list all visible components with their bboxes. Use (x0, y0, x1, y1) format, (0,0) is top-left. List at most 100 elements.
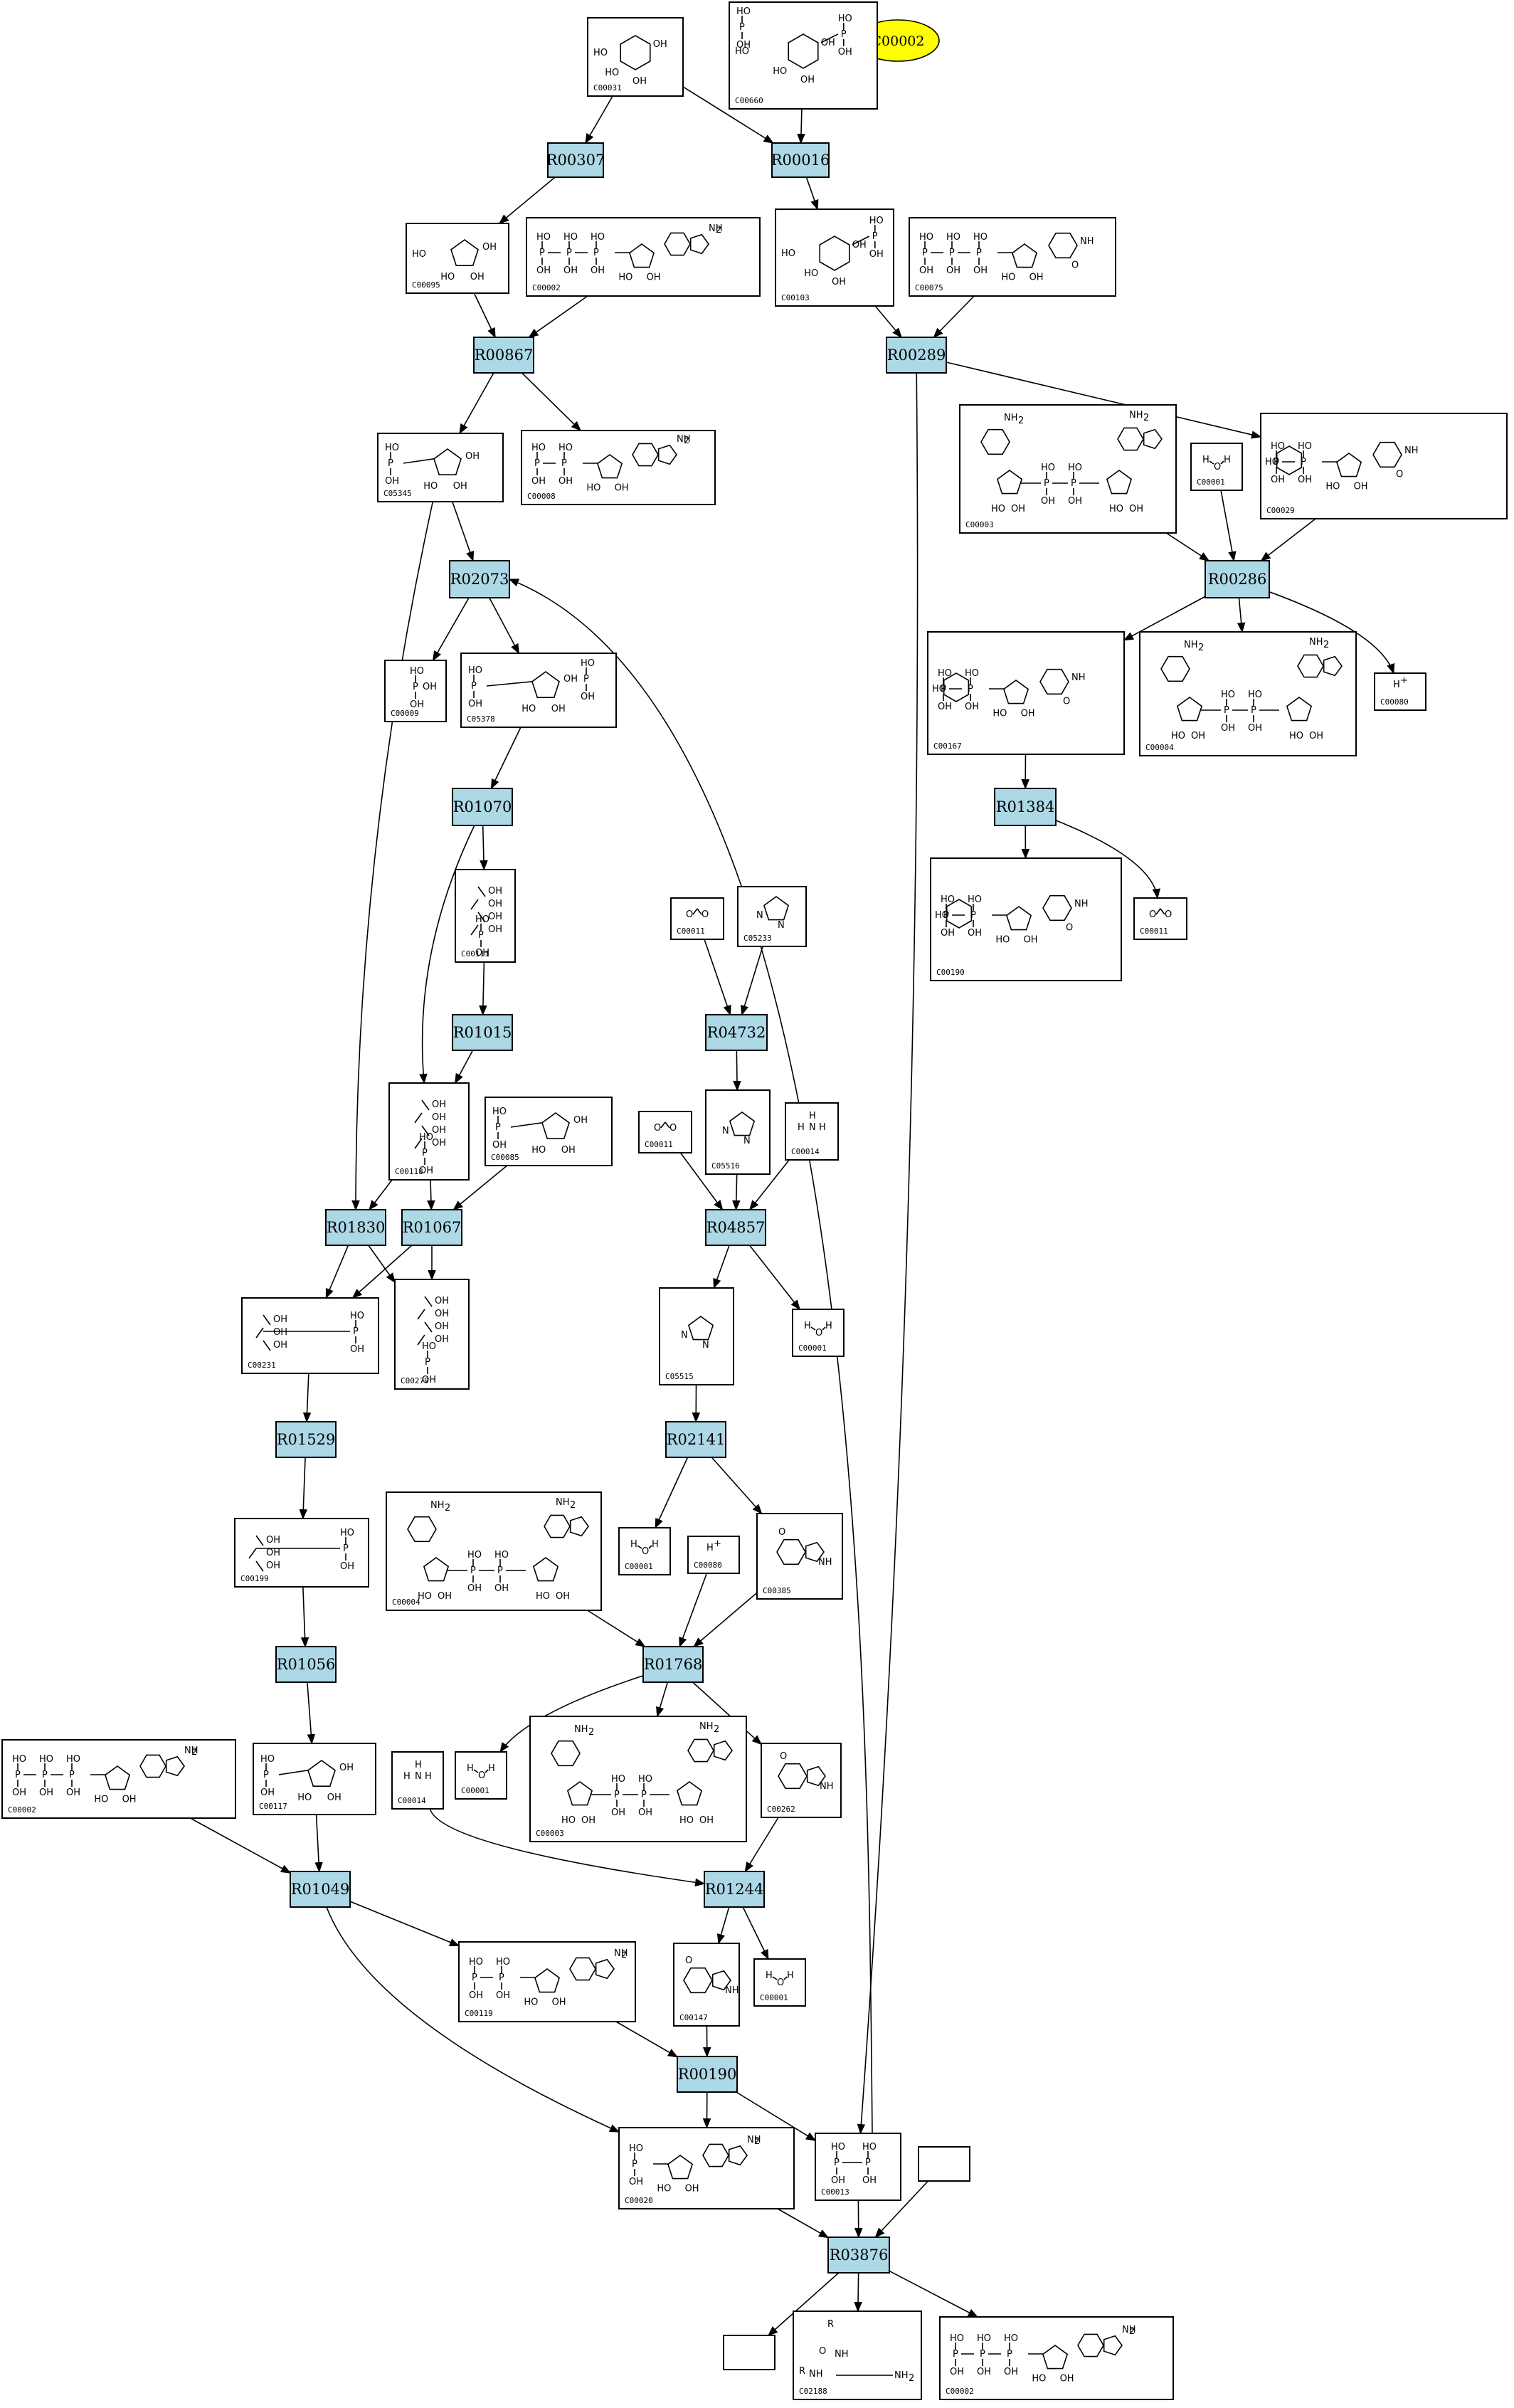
reaction-label: R01049 (291, 1881, 350, 1898)
reaction-R01067[interactable]: R01067 (401, 1209, 462, 1246)
svg-text:P: P (1251, 705, 1256, 716)
reaction-R01070[interactable]: R01070 (452, 788, 513, 826)
compound-empty-b47[interactable] (918, 2146, 970, 2182)
reaction-R00286[interactable]: R00286 (1205, 560, 1270, 598)
svg-text:HO: HO (995, 935, 1010, 946)
structure-drawing: H+ (1393, 675, 1408, 690)
reaction-R00016[interactable]: R00016 (771, 142, 830, 178)
reaction-R01830[interactable]: R01830 (325, 1209, 386, 1246)
reaction-R00867[interactable]: R00867 (473, 337, 534, 374)
svg-text:OH: OH (273, 1314, 287, 1325)
reaction-R02141[interactable]: R02141 (665, 1421, 726, 1458)
reaction-R01049[interactable]: R01049 (290, 1871, 351, 1908)
reaction-R04857[interactable]: R04857 (705, 1209, 766, 1246)
reaction-R01529[interactable]: R01529 (275, 1421, 337, 1458)
svg-text:P: P (865, 2158, 871, 2168)
reaction-R01768[interactable]: R01768 (642, 1646, 704, 1683)
svg-text:HO: HO (977, 2333, 991, 2344)
svg-text:OH: OH (435, 1321, 449, 1332)
svg-text:2: 2 (191, 1747, 197, 1758)
edge-R01244-b44 (742, 1906, 769, 1960)
compound-C00080-b16[interactable]: H+C00080 (1374, 672, 1426, 711)
svg-text:P: P (388, 458, 393, 469)
reaction-label: R02141 (667, 1431, 726, 1448)
edge-b45-R03876 (777, 2208, 830, 2239)
reaction-R03876[interactable]: R03876 (827, 2237, 890, 2274)
compound-empty-b48[interactable] (723, 2335, 775, 2370)
reaction-R01384[interactable]: R01384 (994, 788, 1057, 826)
svg-text:HO: HO (736, 6, 751, 17)
svg-text:HO: HO (605, 68, 619, 78)
compound-id-label: C00004 (392, 1598, 420, 1607)
reaction-R02073[interactable]: R02073 (449, 560, 510, 598)
reaction-R01244[interactable]: R01244 (704, 1871, 765, 1908)
svg-text:OH: OH (973, 265, 988, 276)
svg-text:OH: OH (419, 1166, 433, 1176)
svg-text:OH: OH (1068, 496, 1082, 507)
reaction-R00289[interactable]: R00289 (886, 337, 947, 374)
svg-text:HO: HO (423, 481, 438, 492)
svg-text:OH: OH (39, 1787, 53, 1798)
compound-C00080-b34[interactable]: H+C00080 (687, 1536, 740, 1574)
compound-id-label: C05378 (467, 714, 495, 724)
reaction-R01056[interactable]: R01056 (275, 1646, 337, 1683)
structure-drawing: HOH (630, 1539, 659, 1557)
svg-text:OH: OH (611, 1807, 625, 1818)
reaction-R01015[interactable]: R01015 (452, 1014, 513, 1051)
reaction-R04732[interactable]: R04732 (705, 1014, 768, 1051)
edge-R00867-b7 (459, 372, 494, 435)
svg-text:HO: HO (412, 249, 426, 260)
reaction-R00190[interactable]: R00190 (677, 2056, 738, 2093)
svg-text:HO: HO (1325, 482, 1340, 492)
reaction-R00307[interactable]: R00307 (546, 142, 605, 178)
